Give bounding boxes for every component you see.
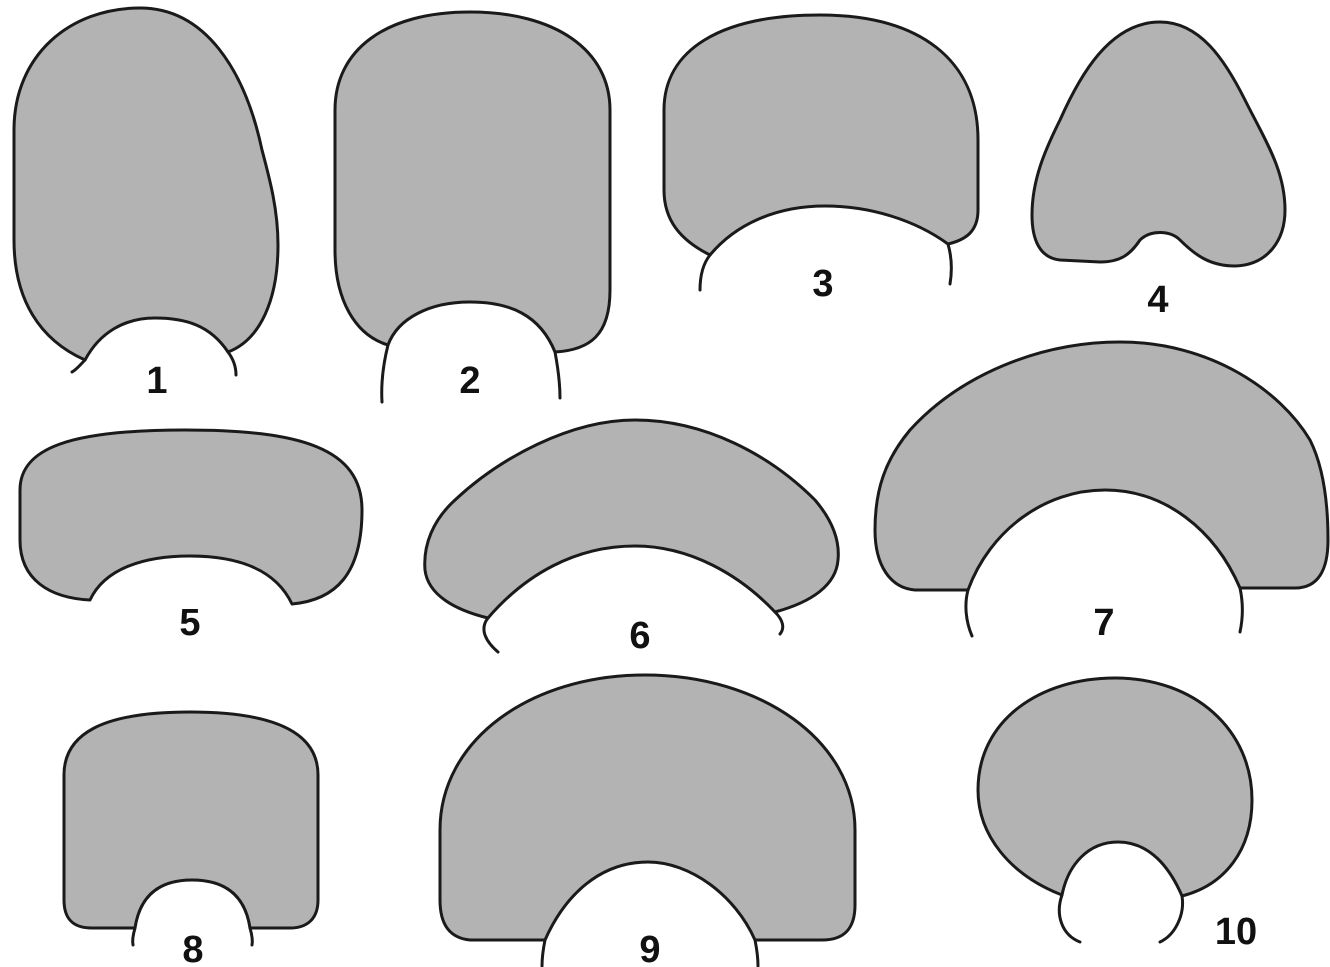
shape-1: 1 [14, 8, 278, 402]
shape-2: 2 [335, 12, 610, 402]
label-8: 8 [182, 929, 203, 967]
shape-4: 4 [1032, 22, 1285, 321]
label-3: 3 [812, 263, 833, 305]
shape-8: 8 [64, 712, 318, 967]
shape-5: 5 [20, 430, 362, 644]
shape-3: 3 [664, 15, 978, 305]
label-9: 9 [639, 929, 660, 967]
shape-9: 9 [440, 675, 855, 967]
shape-10: 10 [978, 678, 1257, 953]
label-10: 10 [1215, 911, 1257, 953]
label-1: 1 [146, 360, 167, 402]
label-7: 7 [1093, 602, 1114, 644]
label-2: 2 [459, 360, 480, 402]
shape-7: 7 [875, 342, 1328, 644]
label-4: 4 [1147, 279, 1168, 321]
label-6: 6 [629, 615, 650, 657]
shape-6: 6 [425, 420, 839, 657]
label-5: 5 [179, 602, 200, 644]
